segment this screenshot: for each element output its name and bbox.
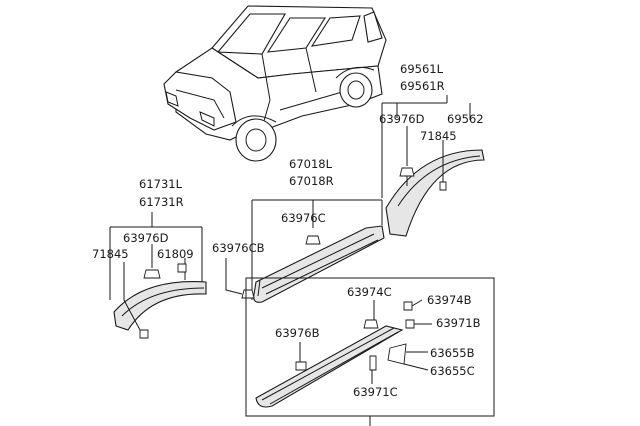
label-63976b: 63976B — [275, 326, 320, 340]
label-63974c: 63974C — [347, 285, 392, 299]
label-63971b: 63971B — [436, 316, 481, 330]
clip-63976d-left — [143, 269, 161, 279]
clip-63976b — [295, 361, 307, 371]
front-fender-flare — [113, 281, 207, 331]
label-69561l: 69561L — [400, 62, 444, 76]
label-63655c: 63655C — [430, 364, 475, 378]
clip-63974c — [363, 319, 379, 329]
label-63976c: 63976C — [281, 211, 326, 225]
clip-63974b — [403, 301, 413, 311]
label-63976d-right: 63976D — [379, 112, 425, 126]
mud-guard-63655 — [387, 343, 407, 365]
label-63655b: 63655B — [430, 346, 475, 360]
clip-63976d-right — [399, 167, 415, 177]
label-69562: 69562 — [447, 112, 484, 126]
front-fender-flare-group — [109, 212, 207, 339]
clip-61809 — [177, 263, 187, 273]
label-61731l: 61731L — [139, 177, 183, 191]
rear-fender-flare — [385, 149, 485, 237]
label-61731r: 61731R — [139, 195, 184, 209]
label-63974b: 63974B — [427, 293, 472, 307]
clip-63976cb — [241, 289, 255, 299]
clip-63976c — [305, 235, 321, 245]
vehicle-illustration — [163, 5, 387, 162]
side-sill-molding — [255, 325, 404, 408]
label-61809: 61809 — [157, 247, 194, 261]
clip-63971c — [369, 355, 377, 371]
clip-71845-left — [139, 329, 149, 339]
rear-fender-flare-group — [381, 95, 485, 237]
part-number-labels: 69561L 69561R 63976D 69562 71845 67018L … — [92, 62, 484, 399]
clip-71845-right — [439, 181, 447, 191]
side-sill-molding-group — [245, 277, 495, 426]
label-69561r: 69561R — [400, 79, 445, 93]
label-71845-right: 71845 — [420, 129, 457, 143]
label-67018l: 67018L — [289, 157, 333, 171]
side-sill-garnish-group — [225, 199, 385, 303]
label-67018r: 67018R — [289, 174, 334, 188]
label-63971c: 63971C — [353, 385, 398, 399]
clip-63971b — [405, 319, 415, 329]
label-71845-left: 71845 — [92, 247, 129, 261]
label-63976d-left: 63976D — [123, 231, 169, 245]
label-63976cb: 63976CB — [212, 241, 265, 255]
